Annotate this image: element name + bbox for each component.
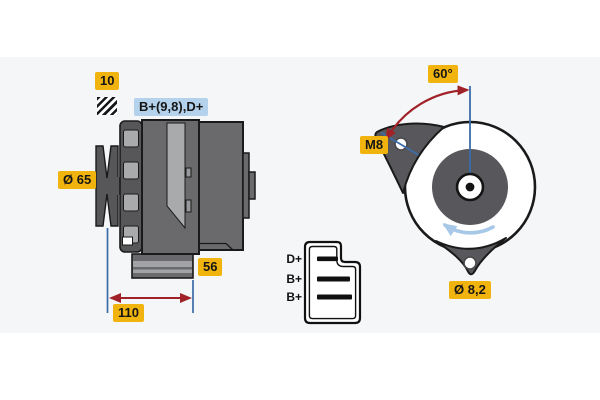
fan-stack	[119, 120, 143, 253]
swing-angle-arc-arrow	[385, 85, 470, 141]
pin-bar-bplus-2	[317, 294, 352, 300]
lower-mounting-lug	[435, 237, 507, 276]
pulley-diameter-label: Ø 65	[58, 171, 97, 189]
terminals-label: B+(9,8),D+	[134, 98, 209, 116]
lower-lug-bolt-hole	[463, 256, 477, 270]
hole-diameter-label: Ø 8,2	[449, 281, 491, 299]
mounting-foot	[131, 253, 194, 279]
connector-pin-label-bplus-1: B+	[286, 272, 302, 286]
belt-hatch-icon	[97, 97, 117, 115]
connector-plug	[303, 240, 362, 325]
connector-inner-outline	[308, 245, 357, 320]
shaft-center-dot	[465, 182, 475, 192]
rotation-direction-arrow	[442, 223, 495, 237]
connector-pin-label-bplus-2: B+	[286, 290, 302, 304]
rear-housing	[198, 121, 256, 251]
front-housing	[141, 119, 200, 255]
pin-bar-bplus-1	[317, 276, 350, 282]
stator-band	[166, 122, 186, 230]
terminal-stud	[248, 171, 256, 200]
connector-outer-outline	[303, 240, 362, 325]
terminal-tab	[242, 152, 250, 219]
swing-angle-label: 60°	[428, 65, 458, 83]
dim-56-label: 56	[198, 258, 223, 276]
belt-width-label: 10	[95, 72, 120, 90]
front-view	[374, 85, 537, 276]
connector-pin-label-dplus: D+	[286, 252, 302, 266]
side-view	[95, 119, 256, 313]
thread-size-label: M8	[360, 136, 389, 154]
pulley	[95, 145, 122, 227]
pin-bar-dplus	[317, 256, 338, 262]
dim-110-label: 110	[113, 304, 144, 322]
